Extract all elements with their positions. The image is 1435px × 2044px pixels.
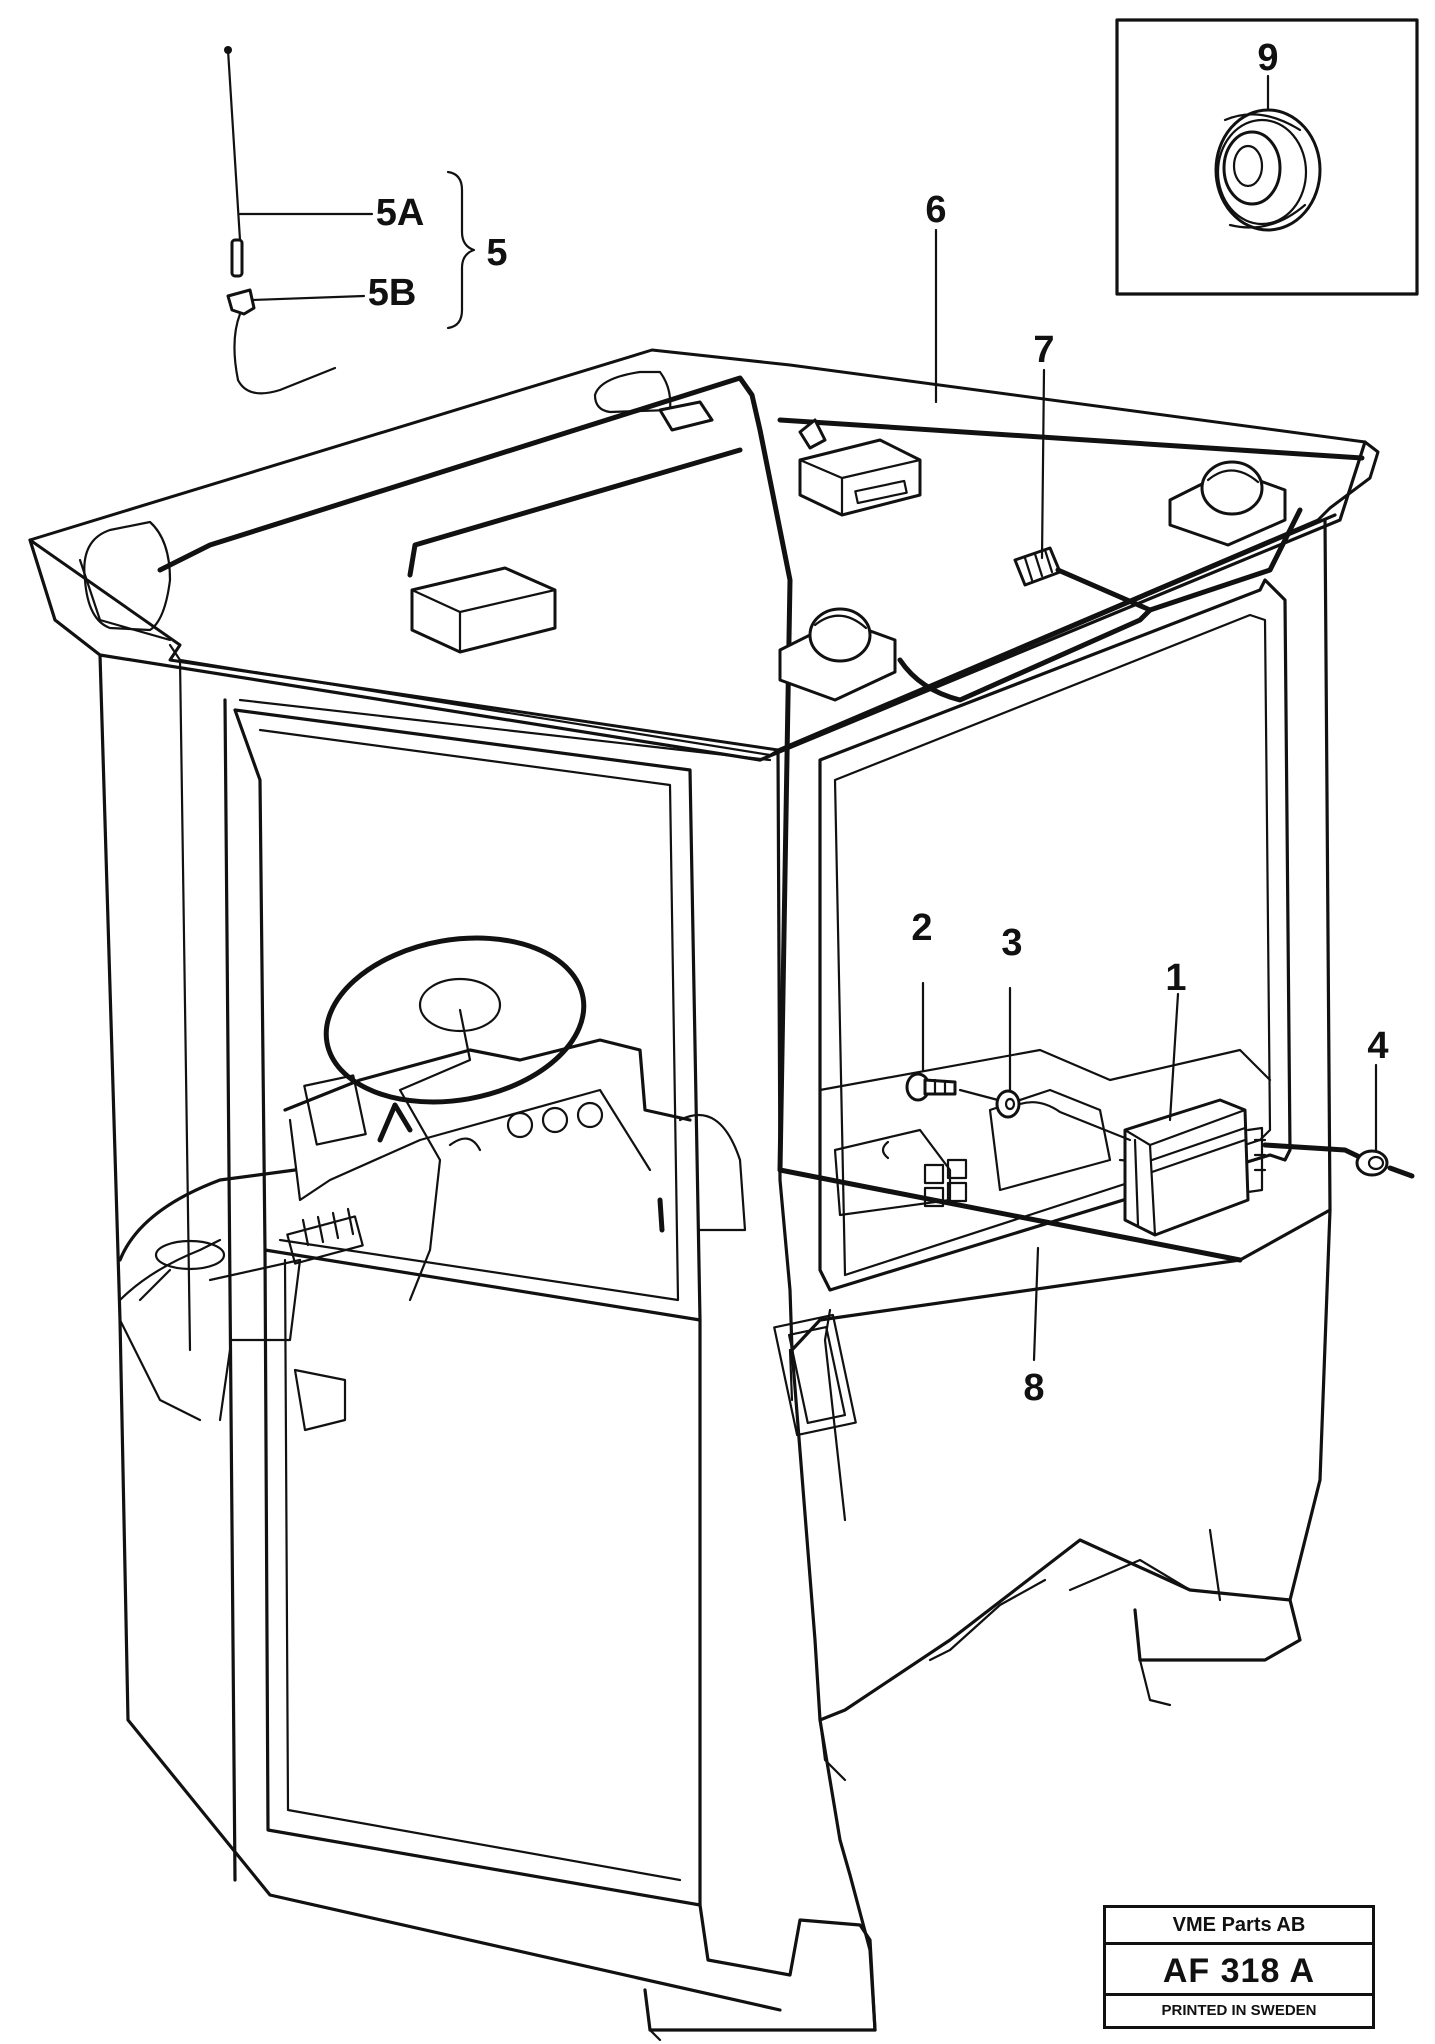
- screw-2: [905, 1072, 957, 1102]
- leader-lines: [921, 228, 1378, 1362]
- callout-3: 3: [1001, 922, 1022, 964]
- company-name: VME Parts AB: [1106, 1908, 1372, 1945]
- radio-unit-1: [1123, 1098, 1267, 1237]
- washer-3: [995, 1089, 1021, 1119]
- callout-6: 6: [925, 189, 946, 231]
- detail-inset-9: [1115, 18, 1419, 296]
- steering-wheel-and-dash: [118, 935, 747, 1432]
- print-note: PRINTED IN SWEDEN: [1106, 1993, 1372, 2026]
- callout-7: 7: [1033, 329, 1054, 371]
- callout-1: 1: [1165, 957, 1186, 999]
- cab-body: [28, 348, 1380, 2042]
- callout-9: 9: [1257, 37, 1278, 79]
- callout-8: 8: [1023, 1367, 1044, 1409]
- antenna-assembly: [224, 46, 476, 395]
- callout-labels: 1 2 3 4 5 5A 5B 6 7 8 9: [368, 37, 1389, 1409]
- grommet-drawing: [1214, 108, 1322, 232]
- speaker-left: [778, 607, 897, 702]
- drawing-number: AF 318 A: [1162, 1952, 1316, 1990]
- title-block: VME Parts AB AF 318 A PRINTED IN SWEDEN: [1103, 1905, 1375, 2029]
- callout-5: 5: [486, 232, 507, 274]
- speaker-right: [1168, 460, 1287, 547]
- callout-4: 4: [1367, 1025, 1388, 1067]
- callout-5b: 5B: [368, 272, 417, 314]
- callout-5a: 5A: [376, 192, 425, 234]
- callout-2: 2: [911, 907, 932, 949]
- nut-4: [1355, 1149, 1415, 1179]
